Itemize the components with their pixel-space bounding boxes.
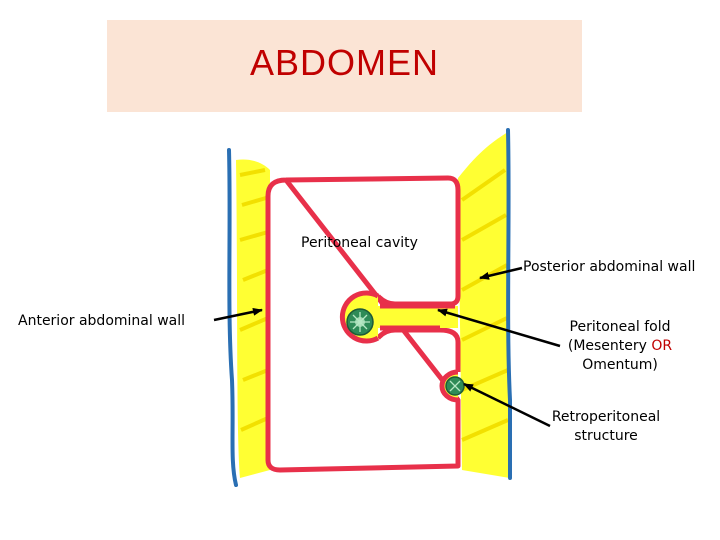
- posterior-boundary-line: [508, 130, 510, 478]
- retroperitoneal-line2: structure: [540, 427, 672, 446]
- or-highlight: OR: [651, 338, 672, 354]
- peritoneal-fold-line3: Omentum): [555, 356, 685, 375]
- retroperitoneal-line1: Retroperitoneal: [540, 408, 672, 427]
- peritoneal-cavity-label: Peritoneal cavity: [301, 234, 418, 253]
- peritoneal-fold-line2: (Mesentery OR: [555, 337, 685, 356]
- mesentery-vessel-markings: [350, 312, 370, 332]
- mesentery-stalk: [378, 306, 458, 328]
- peritoneal-fold-line1: Peritoneal fold: [555, 318, 685, 337]
- peritoneal-fold-label: Peritoneal fold (Mesentery OR Omentum): [555, 318, 685, 375]
- retroperitoneal-label: Retroperitoneal structure: [540, 408, 672, 446]
- anterior-wall-label: Anterior abdominal wall: [18, 312, 185, 331]
- posterior-wall-label: Posterior abdominal wall: [523, 258, 695, 277]
